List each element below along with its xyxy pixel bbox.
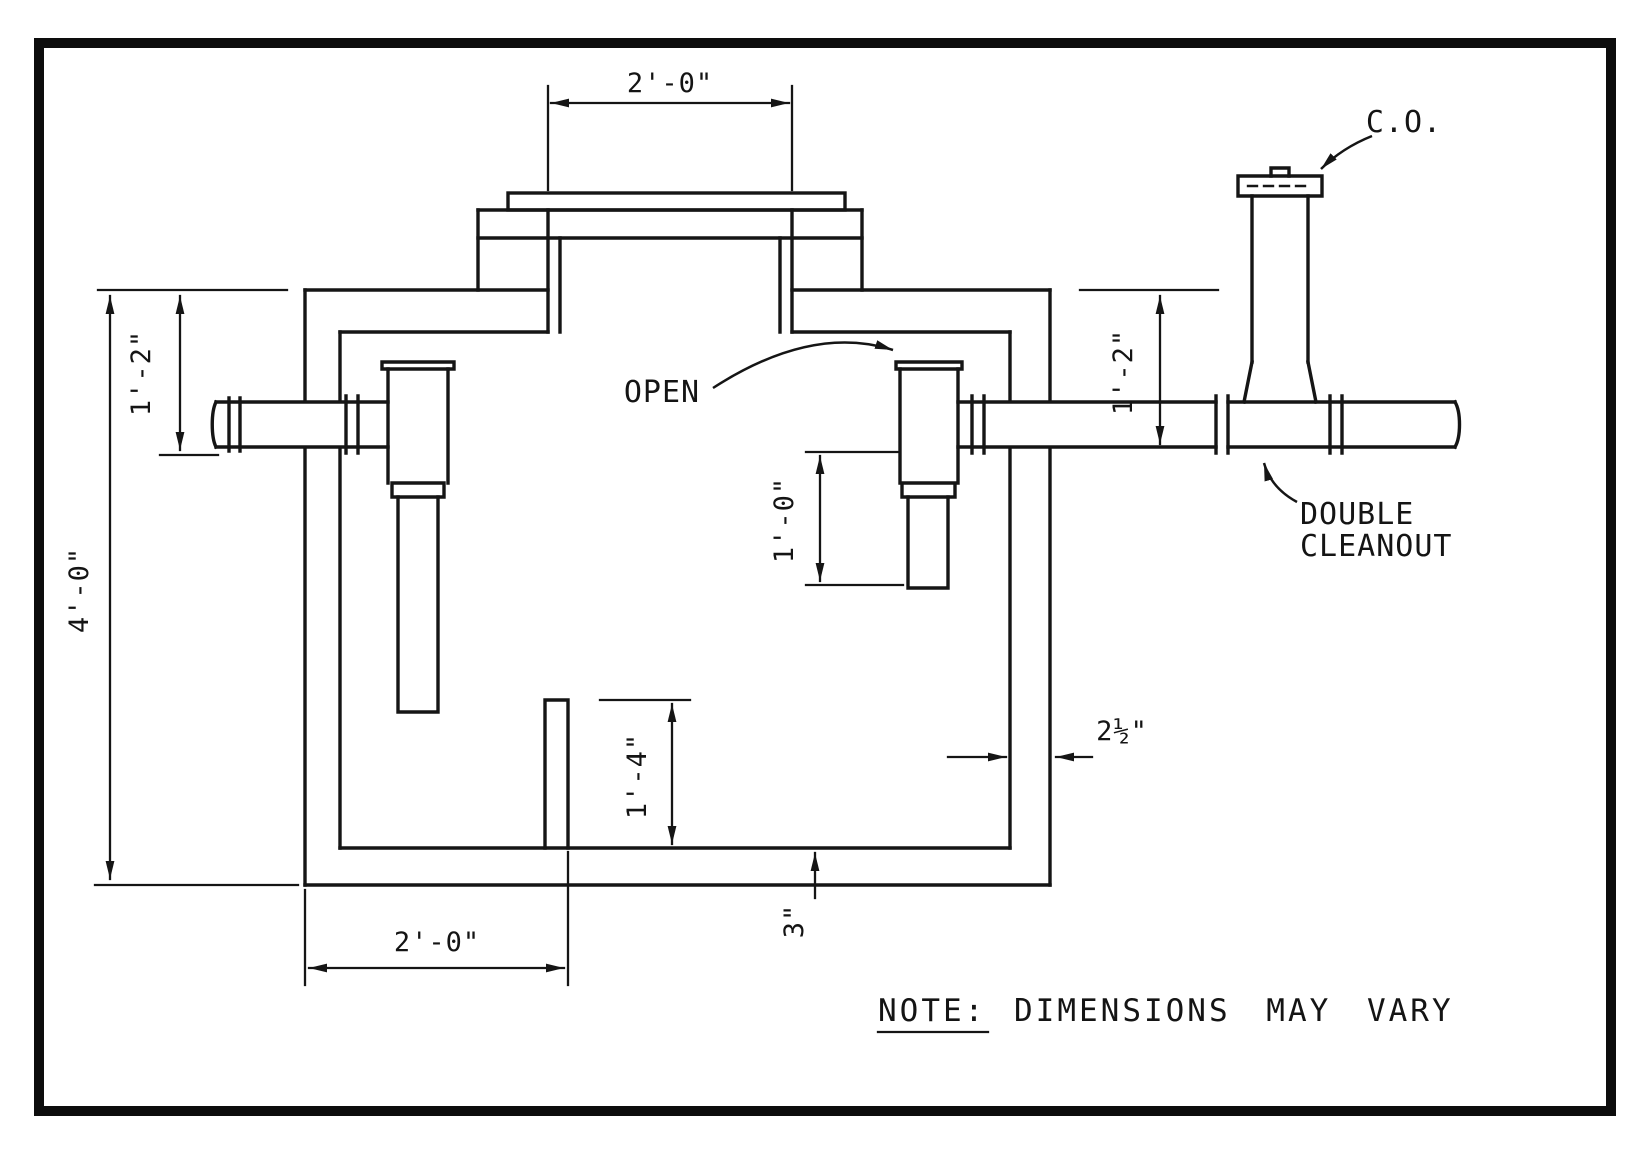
outlet-pipe-walls (956, 400, 1218, 449)
double-cleanout-assembly (1214, 166, 1462, 455)
open-leader-arrow (712, 340, 894, 390)
chamber-width-label: 2'-0" (394, 927, 480, 958)
note-label: NOTE: (878, 993, 986, 1029)
cleanout-pipe-end-cap (1452, 399, 1462, 450)
co-leader-arrow (1320, 134, 1373, 170)
lid-plate (506, 191, 847, 212)
cleanout-tee-left-hub (1214, 394, 1230, 455)
dimension-labels: 2'-0" 1'-2" 4'-0" 1'-2" 1'-0" 1'-4" 2½" … (64, 68, 1148, 958)
wall-thickness-label: 2½" (1096, 716, 1148, 747)
outlet-tee-body (898, 367, 960, 485)
outlet-pipe-hub (970, 394, 986, 455)
neck-outer-walls (546, 208, 794, 334)
inlet-pipe-walls (214, 400, 390, 449)
cleanout-riser-flare (1241, 359, 1319, 405)
callout-labels: OPEN C.O. DOUBLE CLEANOUT (624, 105, 1453, 564)
top-width-extension-lines (546, 84, 794, 192)
dip-length-label: 1'-0" (769, 477, 800, 563)
inlet-depth-label: 1'-2" (126, 330, 157, 416)
cleanout-cap (1236, 174, 1324, 198)
access-lid (476, 191, 864, 334)
outlet-tee (894, 360, 1218, 590)
chamber-width-extension-lines (303, 850, 570, 987)
collar-band-lines (476, 208, 864, 240)
inlet-tee (380, 360, 456, 714)
outlet-tee-coupling (900, 481, 957, 499)
dip-length-extension-lines (804, 450, 905, 587)
inlet-tee-coupling (390, 481, 446, 499)
cleanout-cap-knob (1269, 166, 1291, 178)
outlet-dip-pipe (906, 495, 950, 590)
inlet-pipe-end-cap (210, 399, 219, 450)
open-label: OPEN (624, 375, 700, 410)
note-text: DIMENSIONS MAY VARY (1014, 993, 1454, 1029)
inlet-dip-pipe (396, 495, 440, 714)
tank-walls (303, 288, 1052, 887)
collar-sides (476, 208, 864, 292)
inlet-wall-coupling (344, 394, 360, 455)
dimension-graphics (93, 84, 1220, 987)
double-cleanout-label-line2: CLEANOUT (1300, 529, 1453, 564)
baffle-wall (543, 698, 570, 850)
inlet-pipe-hub (227, 396, 242, 453)
leader-arrows (712, 134, 1373, 504)
inlet-pipe (210, 394, 390, 455)
double-cleanout-leader-arrow (1262, 462, 1298, 504)
cleanout-riser (1250, 194, 1310, 364)
inlet-tee-body (386, 367, 450, 485)
top-opening-width-label: 2'-0" (627, 68, 713, 99)
floor-thickness-label: 3" (779, 904, 810, 939)
sheet-border (34, 38, 1616, 1116)
cleanout-tee-right-hub (1328, 394, 1344, 455)
baffle-height-label: 1'-4" (622, 733, 653, 819)
double-cleanout-label-line1: DOUBLE (1300, 497, 1414, 532)
outlet-tee-open-top (894, 360, 964, 371)
note: NOTE: DIMENSIONS MAY VARY (876, 993, 1454, 1034)
overall-depth-label: 4'-0" (64, 547, 95, 633)
outlet-depth-label: 1'-2" (1108, 329, 1139, 415)
baffle-outline (543, 698, 570, 850)
co-label: C.O. (1366, 105, 1442, 140)
neck-inner-walls (558, 236, 782, 334)
inlet-tee-open-top (380, 360, 456, 371)
